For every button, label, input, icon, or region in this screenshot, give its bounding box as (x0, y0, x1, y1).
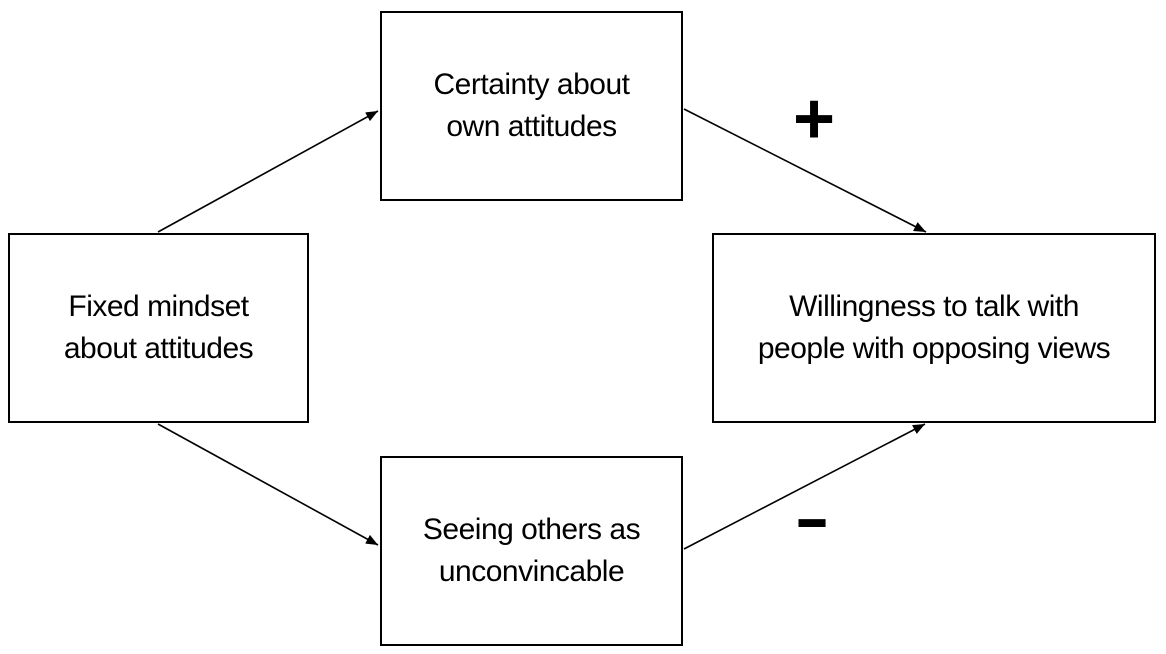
arrow-fixed-to-certainty (157, 110, 379, 233)
node-seeing-others: Seeing others as unconvincable (380, 456, 683, 646)
arrow-fixed-to-seeing-others (157, 423, 379, 546)
node-willingness-line2: people with opposing views (757, 332, 1111, 365)
negative-sign-label: − (796, 483, 828, 563)
node-fixed-mindset: Fixed mindset about attitudes (8, 233, 309, 423)
node-fixed-mindset-line1: Fixed mindset (68, 290, 249, 323)
node-seeing-others-line2: unconvincable (438, 555, 625, 588)
node-fixed-mindset-line2: about attitudes (63, 332, 254, 365)
node-willingness-line1: Willingness to talk with (789, 290, 1079, 323)
node-willingness: Willingness to talk with people with opp… (712, 233, 1156, 423)
node-certainty: Certainty about own attitudes (380, 11, 683, 201)
node-seeing-others-line1: Seeing others as (422, 513, 641, 546)
node-certainty-line2: own attitudes (446, 110, 617, 143)
positive-sign-label: + (792, 79, 836, 159)
node-certainty-line1: Certainty about (433, 68, 630, 101)
